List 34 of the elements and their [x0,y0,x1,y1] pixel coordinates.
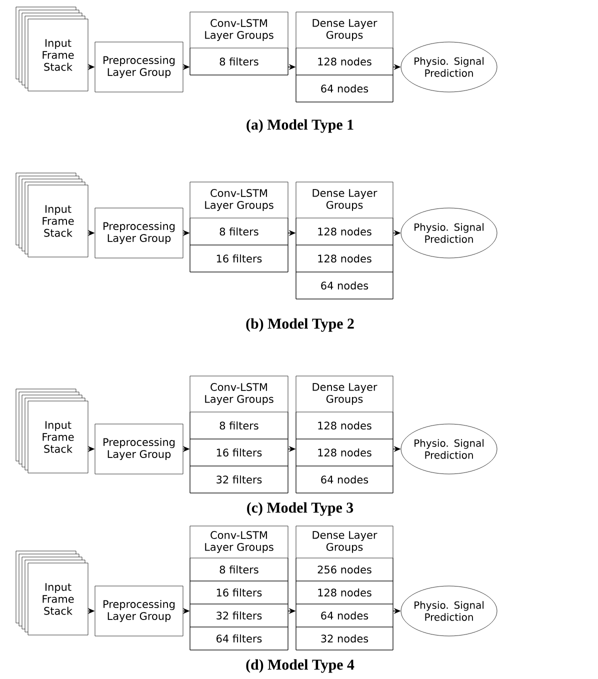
layer-row: 8 filters [190,218,288,246]
layer-row: 32 filters [190,466,288,494]
layer-row: 8 filters [190,412,288,440]
layer-row: 128 nodes [296,580,394,604]
layer-row: 256 nodes [296,558,394,582]
caption: (d) Model Type 4 [246,659,354,673]
frame-stack: Input Frame Stack [16,550,88,636]
layer-row: 32 filters [190,604,288,628]
layer-row: 64 nodes [296,466,394,494]
layer-row: 64 nodes [296,272,394,300]
process-box: Preprocessing Layer Group [94,42,184,92]
layer-row: 16 filters [190,244,288,272]
layer-row: 8 filters [190,48,288,76]
layer-row: 64 nodes [296,74,394,102]
frame-stack: Input Frame Stack [16,388,88,474]
frame-stack: Input Frame Stack [16,172,88,258]
layer-row: 16 filters [190,438,288,466]
layer-row: 32 nodes [296,626,394,650]
layer-row: 128 nodes [296,218,394,246]
layer-row: 8 filters [190,558,288,582]
layer-row: 128 nodes [296,48,394,76]
layer-row: 128 nodes [296,438,394,466]
process-box: Preprocessing Layer Group [94,424,184,474]
caption: (b) Model Type 2 [246,318,354,332]
layer-row: 64 filters [190,626,288,650]
layer-row: 128 nodes [296,244,394,272]
process-box: Preprocessing Layer Group [94,208,184,258]
process-box: Preprocessing Layer Group [94,586,184,636]
caption: (c) Model Type 3 [247,502,354,516]
layer-row: 64 nodes [296,604,394,628]
layer-row: 16 filters [190,580,288,604]
layer-row: 128 nodes [296,412,394,440]
caption: (a) Model Type 1 [246,119,354,133]
frame-stack: Input Frame Stack [16,6,88,92]
